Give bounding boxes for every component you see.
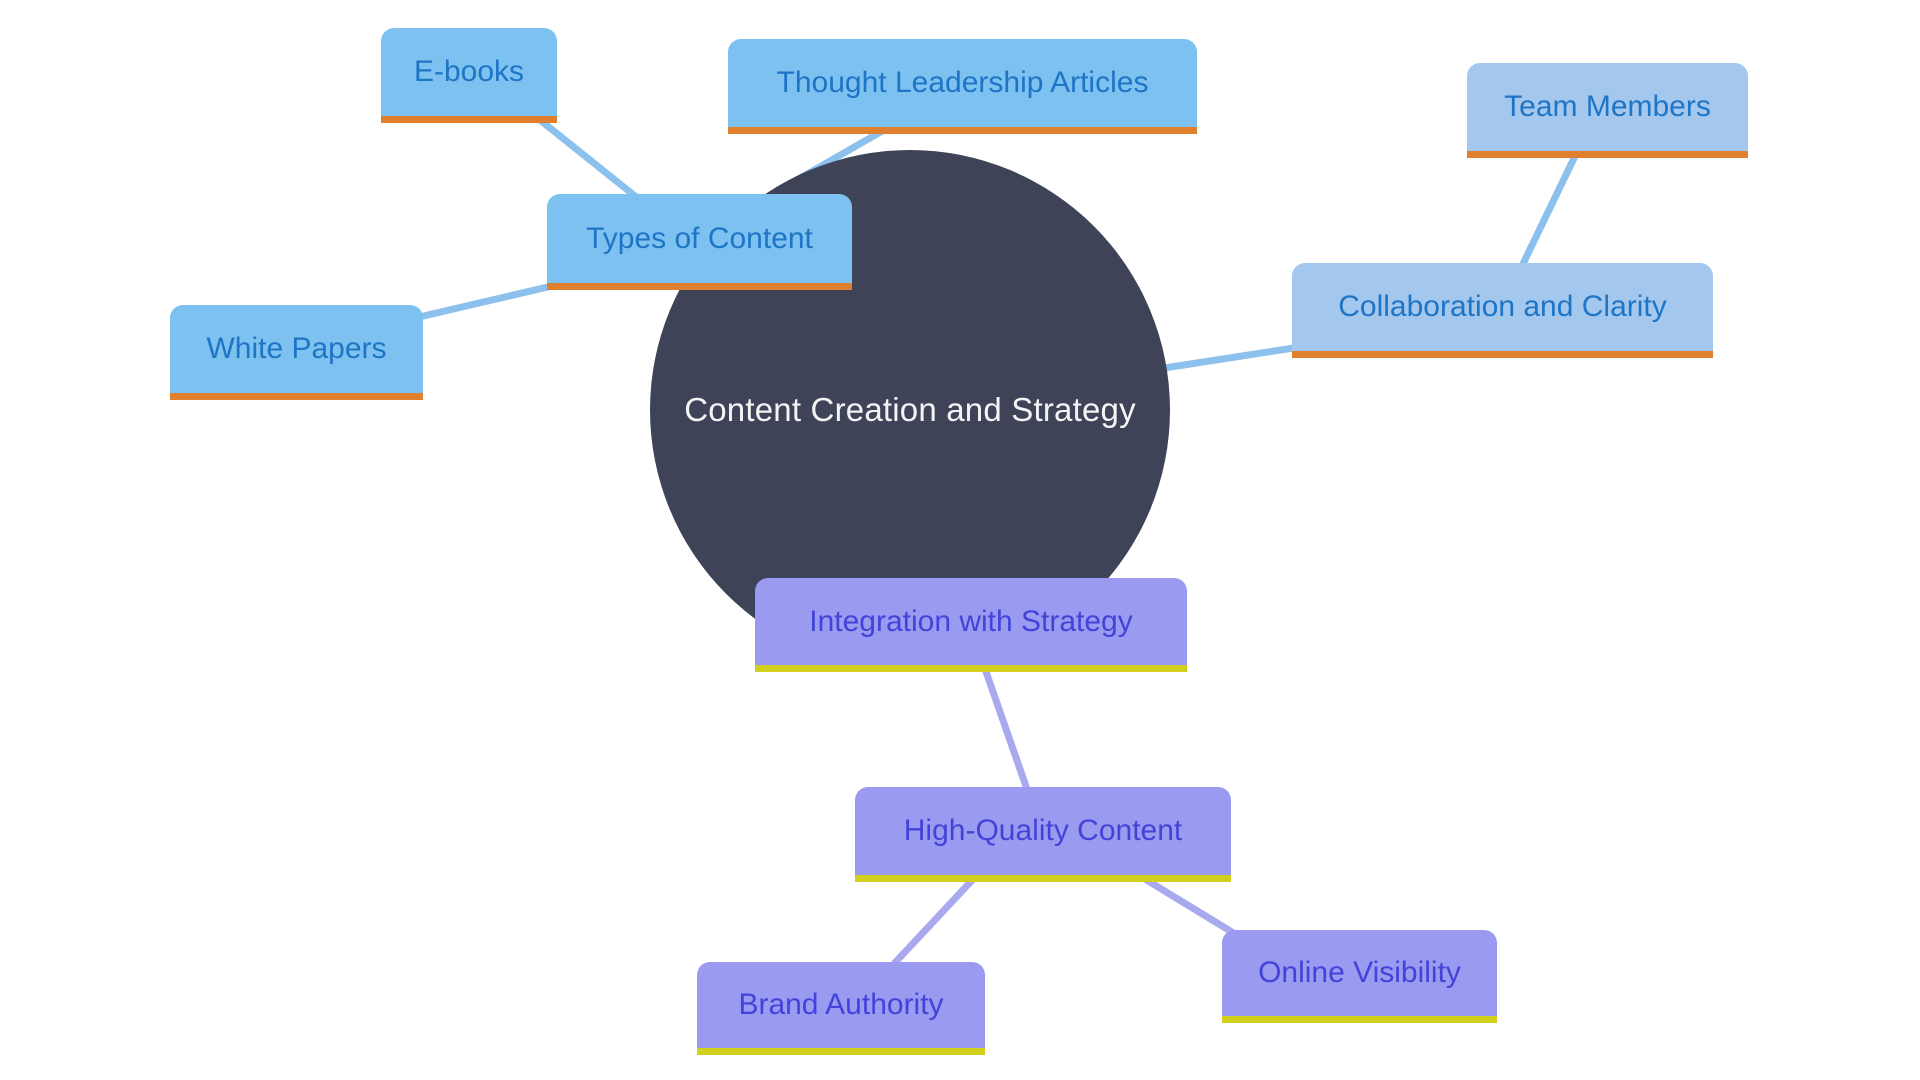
node-brand-authority: Brand Authority	[697, 962, 985, 1055]
node-high-quality-content: High-Quality Content	[855, 787, 1231, 882]
edge-types-ebooks	[527, 109, 643, 203]
node-collaboration-and-clarity: Collaboration and Clarity	[1292, 263, 1713, 358]
node-thought-leadership-articles: Thought Leadership Articles	[728, 39, 1197, 134]
node-e-books-label: E-books	[413, 55, 525, 88]
node-white-papers-label: White Papers	[206, 332, 387, 365]
node-high-quality-content-label: High-Quality Content	[903, 814, 1183, 847]
node-integration-with-strategy-label: Integration with Strategy	[809, 604, 1133, 638]
edge-center-collab	[1144, 343, 1301, 375]
edge-hq-brand	[887, 873, 979, 971]
node-online-visibility-label: Online Visibility	[1258, 956, 1461, 989]
node-white-papers: White Papers	[170, 305, 423, 400]
node-collaboration-and-clarity-label: Collaboration and Clarity	[1338, 290, 1667, 323]
node-thought-leadership-articles-label: Thought Leadership Articles	[776, 66, 1149, 99]
edge-hq-online	[1138, 873, 1247, 943]
node-team-members: Team Members	[1467, 63, 1748, 158]
edge-types-white	[414, 282, 553, 322]
edge-integration-hq	[980, 664, 1032, 794]
node-team-members-label: Team Members	[1504, 90, 1711, 123]
node-types-of-content: Types of Content	[547, 194, 852, 290]
node-types-of-content-label: Types of Content	[586, 221, 813, 255]
node-integration-with-strategy: Integration with Strategy	[755, 578, 1187, 672]
node-online-visibility: Online Visibility	[1222, 930, 1497, 1023]
node-e-books: E-books	[381, 28, 557, 123]
central-topic-label: Content Creation and Strategy	[684, 391, 1136, 428]
node-brand-authority-label: Brand Authority	[738, 988, 944, 1021]
edge-collab-team	[1516, 148, 1582, 272]
